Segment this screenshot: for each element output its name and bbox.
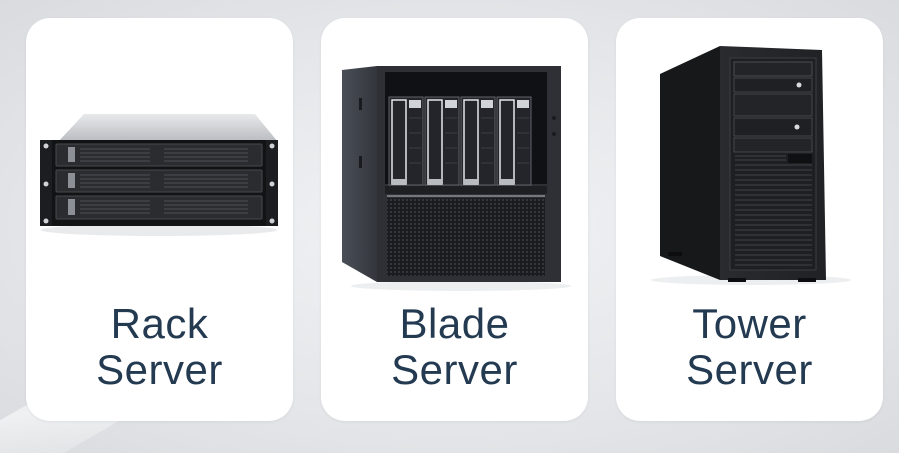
blade-server-icon: [342, 66, 571, 291]
label-line-1: Rack: [110, 300, 209, 347]
label-line-1: Blade: [399, 300, 510, 347]
card-label: Rack Server: [26, 301, 293, 393]
card-blade-server[interactable]: Blade Server: [321, 18, 588, 421]
card-label: Tower Server: [616, 301, 883, 393]
tower-server-icon: [651, 46, 851, 285]
card-rack-server[interactable]: Rack Server: [26, 18, 293, 421]
label-line-2: Server: [96, 346, 223, 393]
label-line-1: Tower: [692, 300, 807, 347]
rack-server-icon: [40, 114, 278, 236]
label-line-2: Server: [391, 346, 518, 393]
card-label: Blade Server: [321, 301, 588, 393]
card-tower-server[interactable]: Tower Server: [616, 18, 883, 421]
label-line-2: Server: [686, 346, 813, 393]
